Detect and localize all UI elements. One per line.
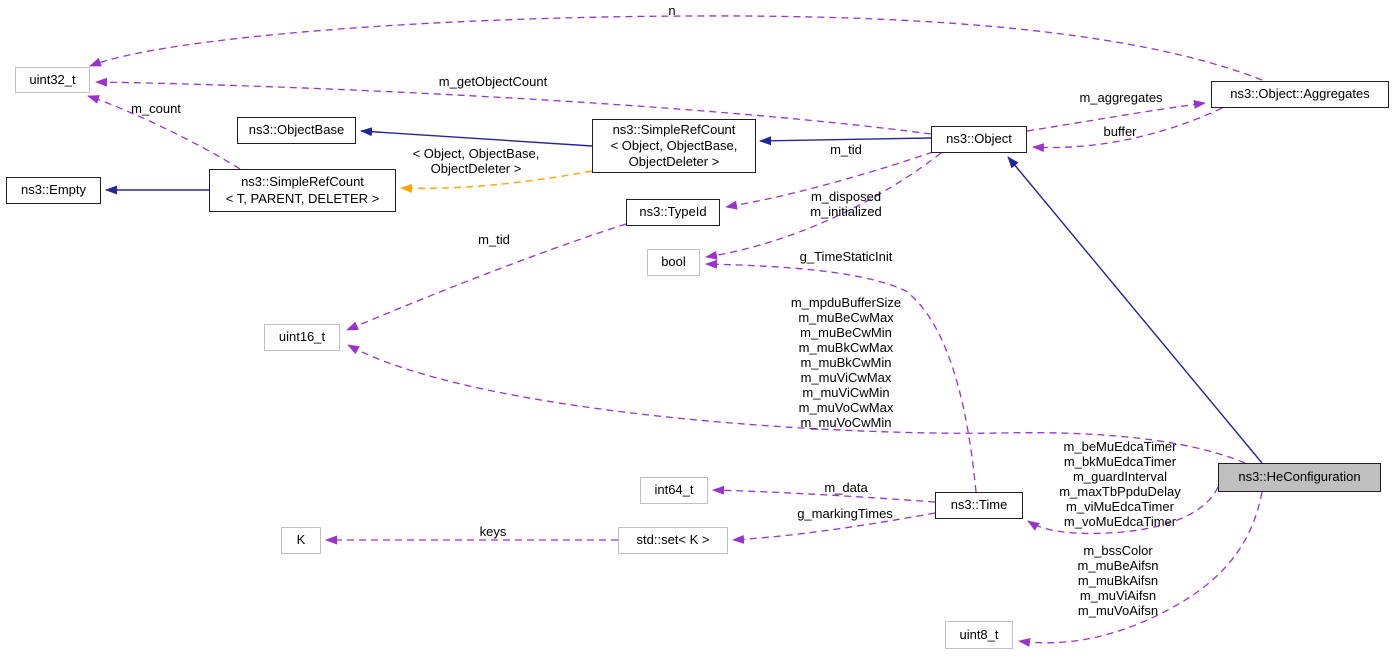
edge-edcatimer-members-heconfig-to-time bbox=[1027, 486, 1219, 535]
edge-label-uint16-members: m_mpduBufferSize m_muBeCwMax m_muBeCwMin… bbox=[790, 295, 902, 430]
edge-m-aggregates-object-to-aggregates bbox=[1026, 99, 1206, 132]
edge-label-keys: keys bbox=[479, 524, 507, 539]
edge-label-m-getobjectcount: m_getObjectCount bbox=[438, 74, 548, 89]
edge-n-aggregates-to-uint32 bbox=[89, 15, 1263, 81]
edge-label-m-aggregates: m_aggregates bbox=[1079, 90, 1163, 105]
node-ns3-simplerefcount-generic[interactable]: ns3::SimpleRefCount < T, PARENT, DELETER… bbox=[209, 169, 396, 212]
edge-label-g-markingtimes: g_markingTimes bbox=[797, 506, 893, 521]
edge-g-markingtimes-time-to-set bbox=[732, 512, 936, 544]
node-bool: bool bbox=[647, 249, 700, 276]
edge-label-n: n bbox=[668, 3, 676, 18]
node-std-set-k: std::set< K > bbox=[618, 527, 728, 554]
edge-label-m-tid-object: m_tid bbox=[830, 142, 862, 157]
edge-inherit-object-to-srcobject bbox=[759, 136, 932, 146]
node-uint16-t: uint16_t bbox=[264, 324, 340, 351]
node-ns3-objectbase[interactable]: ns3::ObjectBase bbox=[237, 117, 356, 144]
node-uint32-t: uint32_t bbox=[15, 67, 90, 93]
edge-label-g-timestaticinit: g_TimeStaticInit bbox=[799, 249, 893, 264]
edge-g-timestaticinit-time-to-bool bbox=[705, 259, 977, 493]
node-k: K bbox=[281, 527, 321, 554]
node-ns3-empty[interactable]: ns3::Empty bbox=[6, 177, 101, 204]
node-ns3-object-aggregates[interactable]: ns3::Object::Aggregates bbox=[1211, 81, 1389, 108]
node-int64-t: int64_t bbox=[640, 477, 708, 504]
edge-label-m-disposed-m-initialized: m_disposed m_initialized bbox=[810, 189, 882, 219]
edge-label-m-count: m_count bbox=[131, 101, 181, 116]
node-ns3-object[interactable]: ns3::Object bbox=[931, 126, 1027, 153]
edge-template-srcobject-to-srcgeneric bbox=[400, 170, 593, 193]
edge-m-getobjectcount-object-to-uint32 bbox=[95, 77, 932, 135]
edge-label-uint8-members: m_bssColor m_muBeAifsn m_muBkAifsn m_muV… bbox=[1077, 543, 1159, 618]
edge-inherit-heconfig-to-object bbox=[1007, 156, 1263, 464]
edge-cw-members-heconfig-to-uint16 bbox=[347, 344, 1246, 464]
node-ns3-typeid[interactable]: ns3::TypeId bbox=[626, 199, 720, 226]
edge-label-buffer: buffer bbox=[1103, 124, 1137, 139]
edge-label-m-data: m_data bbox=[824, 480, 868, 495]
edge-m-tid-typeid-to-uint16 bbox=[346, 223, 627, 331]
edge-label-time-members: m_beMuEdcaTimer m_bkMuEdcaTimer m_guardI… bbox=[1059, 439, 1181, 529]
node-ns3-time[interactable]: ns3::Time bbox=[935, 492, 1023, 519]
edge-m-data-time-to-int64 bbox=[712, 485, 936, 503]
edge-label-m-tid-uint16: m_tid bbox=[478, 232, 510, 247]
node-ns3-simplerefcount-object[interactable]: ns3::SimpleRefCount < Object, ObjectBase… bbox=[592, 119, 756, 173]
node-ns3-heconfiguration: ns3::HeConfiguration bbox=[1218, 463, 1381, 492]
edge-m-tid-object-to-typeid bbox=[725, 151, 934, 210]
node-uint8-t: uint8_t bbox=[945, 621, 1013, 649]
edge-label-template-args: < Object, ObjectBase, ObjectDeleter > bbox=[412, 146, 540, 176]
edge-inherit-srcobject-to-objectbase bbox=[360, 127, 593, 147]
edge-buffer-aggregates-to-object bbox=[1032, 107, 1223, 153]
edge-m-disposed-object-to-bool bbox=[705, 152, 942, 260]
